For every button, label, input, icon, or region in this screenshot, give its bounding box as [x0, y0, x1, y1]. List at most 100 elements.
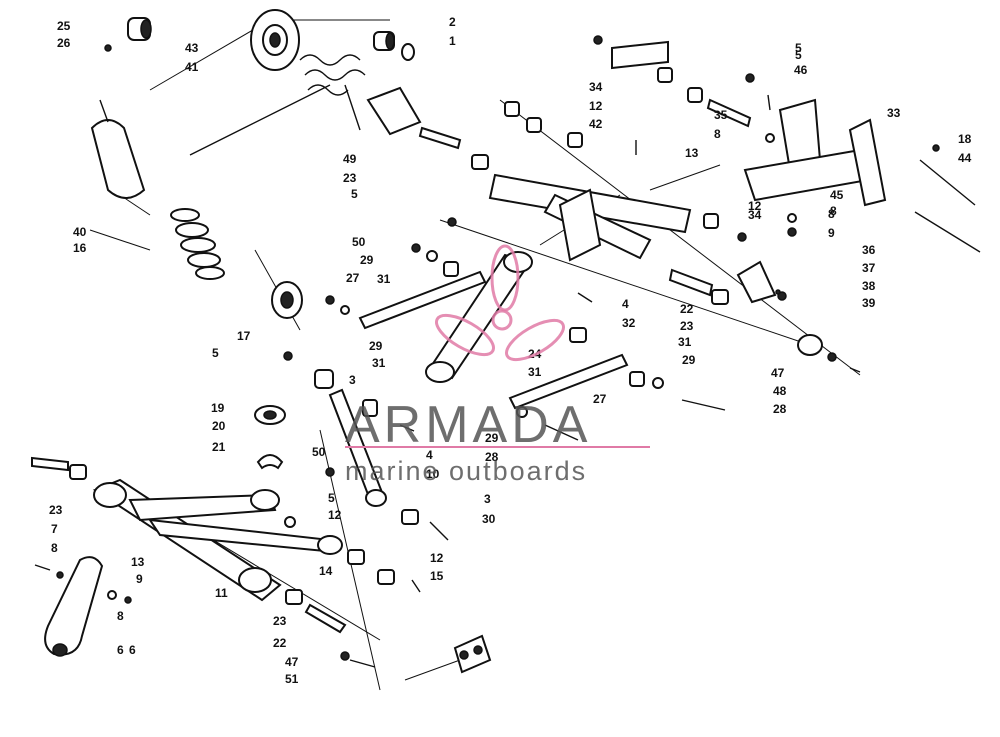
- propeller-blade-right: [505, 318, 565, 362]
- callout-label-13: 13: [131, 555, 145, 569]
- callout-label-6: 6: [129, 643, 136, 657]
- callout-label-29: 29: [485, 431, 499, 445]
- callout-label-27: 27: [593, 392, 607, 406]
- propeller-blade-left: [435, 313, 495, 357]
- callout-label-8: 8: [830, 204, 837, 218]
- part-torsion-spring-41: [299, 54, 366, 131]
- watermark: ARMADA marine outboards: [345, 244, 650, 486]
- callout-label-34: 34: [589, 80, 603, 94]
- callout-label-20: 20: [212, 419, 226, 433]
- part-shock-boot-40: [90, 99, 146, 199]
- part-arm-24: [425, 251, 533, 383]
- callout-label-45: 45: [830, 188, 844, 202]
- callout-label-23: 23: [680, 319, 694, 333]
- callout-label-51: 51: [285, 672, 299, 686]
- part-spring-cup-17: [271, 281, 303, 319]
- callout-label-30: 30: [482, 512, 496, 526]
- callout-label-50: 50: [352, 235, 366, 249]
- callout-label-18: 18: [958, 132, 972, 146]
- part-bracket-top: [611, 40, 669, 70]
- callout-label-21: 21: [212, 440, 226, 454]
- callout-label-5: 5: [328, 491, 335, 505]
- callout-label-23: 23: [273, 614, 287, 628]
- callout-label-36: 36: [862, 243, 876, 257]
- part-coil-spring-16: [170, 208, 225, 280]
- part-small-bushings: [347, 67, 719, 585]
- callout-label-34: 34: [748, 208, 762, 222]
- callout-label-25: 25: [57, 19, 71, 33]
- part-bracket-33: [743, 98, 887, 207]
- part-bolt-36: [914, 159, 981, 253]
- callout-label-28: 28: [485, 450, 499, 464]
- part-end-cap-47-right: [797, 334, 823, 356]
- callout-label-17: 17: [237, 329, 251, 343]
- callout-label-33: 33: [887, 106, 901, 120]
- callout-label-42: 42: [589, 117, 603, 131]
- callout-label-49: 49: [343, 152, 357, 166]
- callout-label-5: 5: [212, 346, 219, 360]
- callout-label-11: 11: [215, 586, 228, 600]
- part-spacer-23-upper: [471, 154, 489, 170]
- callout-label-31: 31: [372, 356, 386, 370]
- part-axle-41: [189, 84, 331, 156]
- callout-label-3: 3: [349, 373, 356, 387]
- callout-label-22: 22: [680, 302, 694, 316]
- callout-label-31: 31: [377, 272, 391, 286]
- callout-label-46: 46: [794, 63, 808, 77]
- part-rod-22-lower: [285, 589, 347, 634]
- callout-label-22: 22: [273, 636, 287, 650]
- callout-label-40: 40: [73, 225, 87, 239]
- part-bolts-and-screws: [34, 94, 861, 668]
- part-rear-rod-22: [668, 268, 729, 305]
- callout-label-5: 5: [795, 48, 802, 62]
- callout-label-23: 23: [343, 171, 357, 185]
- callout-label-13: 13: [685, 146, 699, 160]
- part-rod-22-left: [31, 456, 87, 480]
- callout-label-29: 29: [360, 253, 374, 267]
- callout-label-27: 27: [346, 271, 360, 285]
- callout-label-16: 16: [73, 241, 87, 255]
- callout-label-31: 31: [678, 335, 692, 349]
- callout-label-19: 19: [211, 401, 225, 415]
- watermark-underline: [345, 446, 650, 448]
- callout-label-8: 8: [117, 609, 124, 623]
- callout-label-47: 47: [285, 655, 299, 669]
- callout-label-48: 48: [773, 384, 787, 398]
- part-bushing-32: [569, 327, 587, 343]
- callout-label-3: 3: [484, 492, 491, 506]
- propeller-hub: [491, 309, 513, 331]
- callout-label-5: 5: [351, 187, 358, 201]
- callout-label-15: 15: [430, 569, 444, 583]
- callout-label-39: 39: [862, 296, 876, 310]
- part-link-27-lower: [508, 353, 629, 410]
- callout-label-29: 29: [369, 339, 383, 353]
- callout-label-31: 31: [528, 365, 542, 379]
- part-rod-35: [706, 98, 752, 128]
- callout-label-9: 9: [828, 226, 835, 240]
- callout-label-12: 12: [430, 551, 444, 565]
- part-spacer-25: [127, 17, 152, 41]
- callout-label-4: 4: [622, 297, 629, 311]
- callout-label-44: 44: [958, 151, 972, 165]
- callout-label-35: 35: [714, 108, 728, 122]
- callout-label-10: 10: [426, 467, 440, 481]
- callout-label-8: 8: [828, 207, 835, 221]
- part-remote-clip: [453, 634, 492, 674]
- part-sleeve-49: [366, 86, 422, 136]
- callout-label-41: 41: [185, 60, 199, 74]
- callout-label-26: 26: [57, 36, 71, 50]
- callout-label-6: 6: [117, 643, 124, 657]
- callout-label-8: 8: [51, 541, 58, 555]
- callout-label-32: 32: [622, 316, 636, 330]
- callout-label-8: 8: [714, 127, 721, 141]
- part-rod-49: [418, 126, 462, 150]
- callout-label-9: 9: [136, 572, 143, 586]
- callout-label-28: 28: [773, 402, 787, 416]
- part-link-27-upper: [358, 270, 487, 330]
- part-rear-axle-37: [488, 173, 692, 262]
- part-bushing-2: [373, 31, 415, 61]
- callout-label-5: 5: [795, 41, 802, 55]
- propeller-logo-icon: [435, 244, 565, 362]
- callout-label-1: 1: [449, 34, 456, 48]
